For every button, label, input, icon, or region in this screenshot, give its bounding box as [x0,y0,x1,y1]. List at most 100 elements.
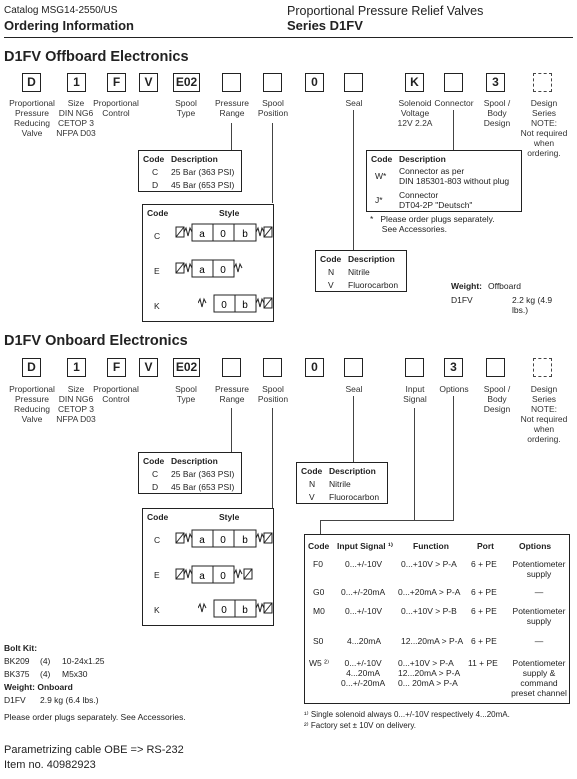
style-code-c: C [154,535,161,545]
table-cell-desc: Connector DT04-2P "Deutsch" [399,190,473,210]
leader-line [353,110,354,250]
table-head-code: Code [308,541,330,551]
svg-text:0: 0 [221,300,227,311]
style-code-k: K [154,605,160,615]
weight-model: D1FV [451,295,473,305]
table-cell-code: W* [375,171,387,181]
svg-text:0: 0 [221,605,227,616]
table-cell-code: D [152,180,159,190]
label-pressure-range: Pressure Range [214,98,249,118]
table-cell-function: 0...+20mA > P-A [398,587,461,597]
footnote-2: ²⁾ Factory set ± 10V on delivery. [304,721,417,730]
catalog-number: Catalog MSG14-2550/US [4,5,118,16]
code-box-seal [344,73,363,92]
table-cell-options: — [534,636,544,646]
label-pressure-range: Pressure Range [214,384,249,404]
label-input-signal: Input Signal [403,384,427,404]
code-box-pressure-range [222,358,241,377]
series-title: Series D1FV [287,18,363,33]
table-head-description: Description [399,154,446,164]
table-cell-code: W5 ²⁾ [309,658,330,668]
code-box-spool-type: E02 [173,73,200,92]
table-cell-desc: 45 Bar (653 PSI) [171,180,235,190]
leader-line [231,408,232,452]
style-code-e: E [154,570,160,580]
label-size: Size DIN NG6 CETOP 3 NFPA D03 [56,384,96,424]
table-cell-input: 0...+/-10V [345,606,383,616]
code-box-v: V [139,73,158,92]
table-head-function: Function [413,541,449,551]
svg-text:b: b [242,300,248,311]
table-cell-input: 0...+/-10V [345,559,383,569]
table-cell-desc: Nitrile [348,267,370,277]
spool-symbol-k: 0 b [198,599,273,618]
code-box-v: V [139,358,158,377]
code-box-spool-position [263,73,282,92]
onboard-section-title: D1FV Onboard Electronics [4,333,188,349]
table-cell-code: V [309,492,315,502]
table-cell-options: — [534,587,544,597]
weight-value: 2.2 kg (4.9 lbs.) [512,295,553,315]
spool-letter-0: 0 [220,229,226,240]
table-cell-function: 12...20mA > P-A [401,636,464,646]
table-cell-function: 0...+10V > P-A 12...20mA > P-A 0... 20mA… [398,658,461,688]
svg-text:0: 0 [220,571,226,582]
code-box-size: 1 [67,73,86,92]
table-cell-code: N [309,479,316,489]
table-head-code: Code [147,208,169,218]
label-options: Options [439,384,469,394]
table-head-port: Port [477,541,494,551]
leader-line [320,520,454,521]
label-connector: Connector [434,98,474,108]
table-cell-code: C [152,469,159,479]
spool-symbol-c: a 0 b [175,223,273,242]
spool-symbol-c: a 0 b [175,529,273,548]
label-spool-type: Spool Type [175,98,197,118]
table-head-description: Description [171,456,218,466]
label-spool-body: Spool / Body Design [483,98,511,128]
bolt-kit-label: Bolt Kit: [4,643,38,653]
table-cell-function: 0...+10V > P-B [401,606,457,616]
label-design-series: Design Series NOTE: Not required when or… [520,384,568,444]
table-cell-desc: Connector as per DIN 185301-803 without … [399,166,510,186]
code-box-design-series [533,73,552,92]
table-head-style: Style [219,512,240,522]
table-cell-port: 6 + PE [471,636,497,646]
code-box-zero: 0 [305,73,324,92]
plugs-note: Please order plugs separately. See Acces… [4,712,186,722]
code-box-seal [344,358,363,377]
table-cell-options: Potentiometer supply [512,606,566,626]
table-cell-code: C [152,167,159,177]
table-cell-port: 11 + PE [468,658,498,668]
table-head-code: Code [143,456,165,466]
leader-line [272,123,273,203]
bolt-kit-qty: (4) [40,669,51,679]
table-cell-code: J* [375,195,383,205]
weight-type: Offboard [488,281,521,291]
weight-value: 2.9 kg (6.4 lbs.) [40,695,99,705]
svg-text:b: b [242,535,248,546]
table-head-description: Description [348,254,395,264]
leader-line [453,110,454,150]
header-divider [4,37,573,38]
table-cell-input: 0...+/-10V 4...20mA 0...+/-20mA [341,658,386,688]
bolt-kit-size: 10-24x1.25 [62,656,105,666]
spool-symbol-e: a 0 [175,259,243,278]
code-box-d: D [22,73,41,92]
table-cell-desc: 45 Bar (653 PSI) [171,482,235,492]
bolt-kit-size: M5x30 [62,669,88,679]
weight-model: D1FV [4,695,26,705]
bolt-kit-id: BK209 [4,656,30,666]
label-proportional-valve: Proportional Pressure Reducing Valve [9,384,55,424]
svg-text:0: 0 [220,265,226,276]
table-cell-port: 6 + PE [471,606,497,616]
table-cell-port: 6 + PE [471,587,497,597]
code-box-design-series [533,358,552,377]
code-box-spool-position [263,358,282,377]
table-cell-desc: Fluorocarbon [348,280,399,290]
label-solenoid-voltage: Solenoid Voltage 12V 2.2A [397,98,433,128]
style-code-c: C [154,231,161,241]
label-seal: Seal [345,98,363,108]
table-cell-input: 0...+/-20mA [341,587,386,597]
code-box-control: F [107,358,126,377]
